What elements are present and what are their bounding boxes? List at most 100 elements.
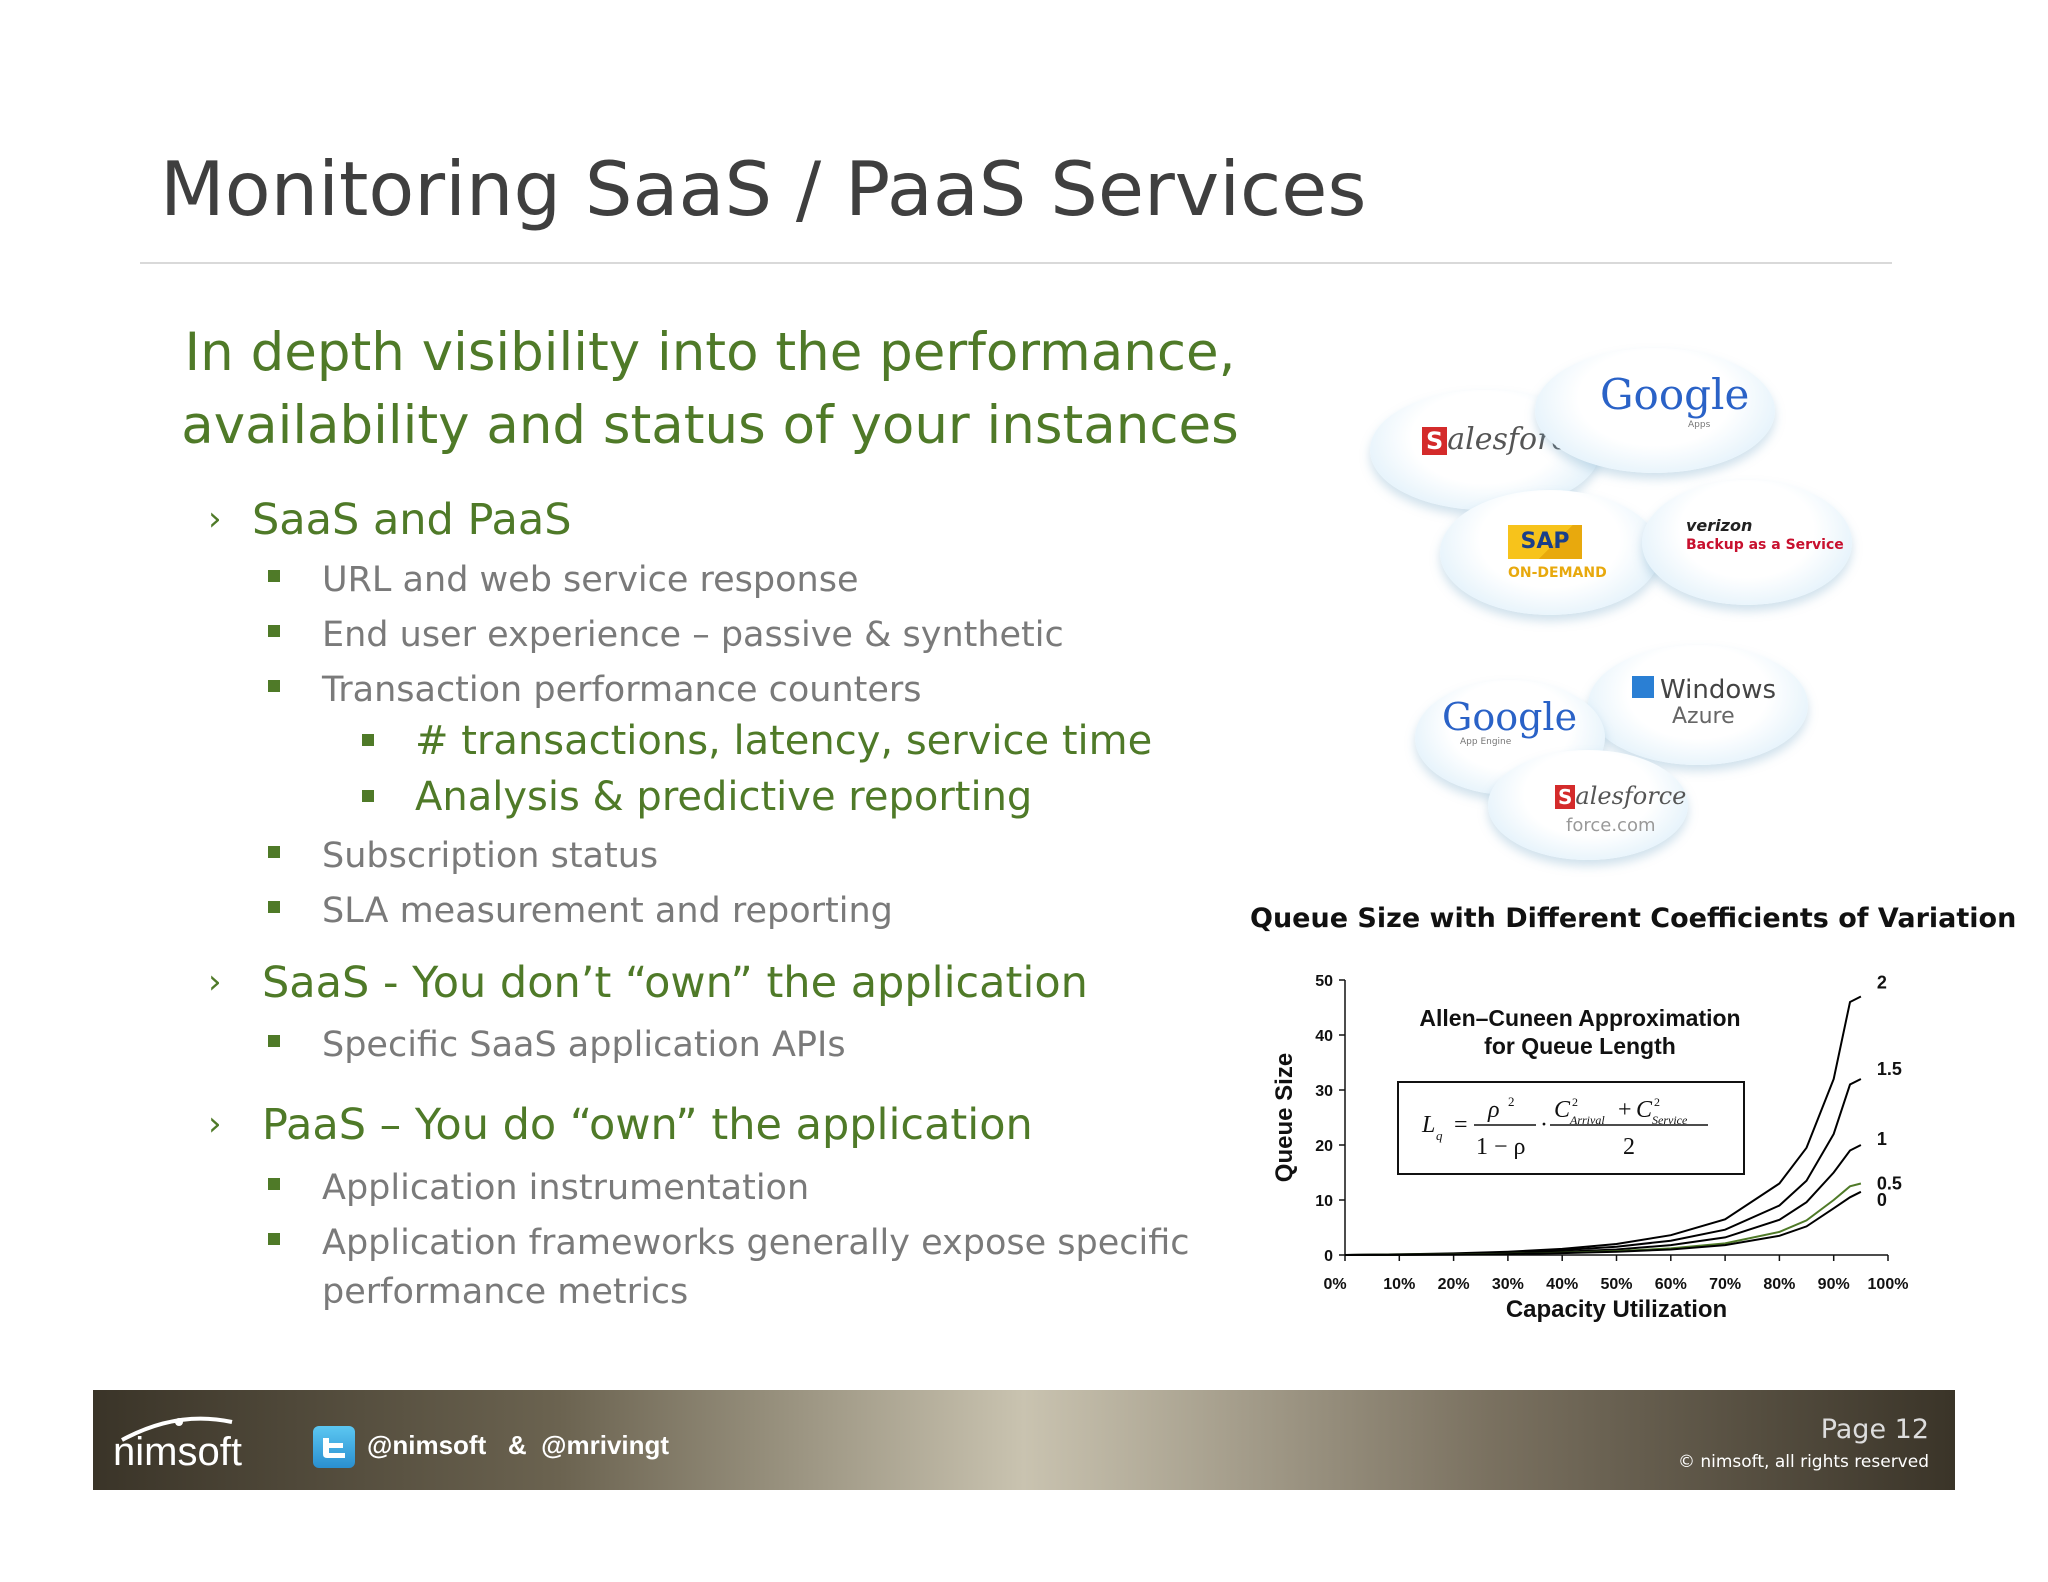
bullet-icon — [268, 901, 280, 913]
series-label: 2 — [1877, 973, 1887, 993]
list-item-text: Analysis & predictive reporting — [415, 774, 1033, 820]
y-axis-label: Queue Size — [1271, 1053, 1298, 1182]
chart-series — [1344, 995, 1862, 1256]
svg-text:2: 2 — [1623, 1134, 1635, 1160]
sap-sub: ON-DEMAND — [1508, 565, 1607, 581]
section-saas: › SaaS - You don’t “own” the application — [208, 958, 1108, 1013]
list-item: Analysis & predictive reporting — [362, 774, 1262, 824]
list-item: Subscription status — [268, 836, 1168, 881]
svg-text:ρ: ρ — [1487, 1097, 1500, 1123]
bullet-icon — [268, 1035, 280, 1047]
x-tick-label: 70% — [1709, 1276, 1741, 1293]
arrow-icon: › — [208, 1104, 222, 1144]
series-label: 0 — [1877, 1190, 1887, 1210]
x-tick-label: 20% — [1438, 1276, 1470, 1293]
list-item: End user experience – passive & syntheti… — [268, 615, 1168, 660]
y-tick-label: 40 — [1315, 1028, 1333, 1045]
list-item-text: End user experience – passive & syntheti… — [322, 615, 1064, 655]
bullet-icon — [268, 570, 280, 582]
x-tick-label: 40% — [1546, 1276, 1578, 1293]
x-tick-label: 80% — [1763, 1276, 1795, 1293]
verizon-cloud — [1642, 480, 1852, 605]
formula-box — [1397, 1081, 1745, 1175]
svg-text:C: C — [1554, 1097, 1571, 1123]
twitter-icon[interactable] — [313, 1426, 355, 1468]
section-label: SaaS - You don’t “own” the application — [262, 958, 1088, 1008]
svg-text:2: 2 — [1572, 1095, 1578, 1109]
svg-text:2: 2 — [1508, 1094, 1515, 1109]
verizon-logo: verizon — [1686, 516, 1753, 535]
list-item: SLA measurement and reporting — [268, 891, 1168, 936]
series-line — [1344, 1190, 1862, 1256]
x-tick-label: 100% — [1868, 1276, 1909, 1293]
x-tick-label: 90% — [1818, 1276, 1850, 1293]
title-divider — [140, 262, 1892, 264]
section-saas-paas: › SaaS and PaaS — [208, 495, 808, 550]
bullet-icon — [362, 734, 374, 746]
svg-text:2: 2 — [1654, 1095, 1660, 1109]
x-tick-label: 60% — [1655, 1276, 1687, 1293]
y-tick-label: 30 — [1315, 1083, 1333, 1100]
footer-bar: nimsoft @nimsoft & @mrivingt Page 12 © n… — [93, 1390, 1955, 1490]
list-item-text: Application instrumentation — [322, 1168, 810, 1208]
svg-text:C: C — [1636, 1097, 1653, 1123]
svg-text:Service: Service — [1652, 1113, 1688, 1127]
azure-cloud — [1588, 645, 1808, 765]
list-item-text: Application frameworks generally expose … — [322, 1223, 1190, 1263]
list-item: Specific SaaS application APIs — [268, 1025, 1168, 1070]
azure-label: Azure — [1672, 704, 1735, 729]
inset-title-line-2: for Queue Length — [1484, 1033, 1676, 1059]
bullet-icon — [362, 790, 374, 802]
svg-text:Arrival: Arrival — [1569, 1113, 1605, 1127]
bullet-icon — [268, 1178, 280, 1190]
svg-text:+: + — [1618, 1097, 1632, 1123]
series-label: 0.5 — [1877, 1174, 1902, 1194]
google-apps-cloud — [1535, 348, 1775, 473]
inset-title-line-1: Allen–Cuneen Approximation — [1419, 1005, 1740, 1031]
svg-text:q: q — [1436, 1128, 1443, 1143]
x-axis-label: Capacity Utilization — [1506, 1296, 1727, 1323]
google-app-engine-logo: Google — [1442, 695, 1578, 739]
x-tick-label: 0% — [1323, 1276, 1346, 1293]
bullet-icon — [268, 1233, 280, 1245]
section-paas: › PaaS – You do “own” the application — [208, 1100, 1108, 1155]
slide-title: Monitoring SaaS / PaaS Services — [160, 145, 1367, 233]
list-item-text: URL and web service response — [322, 560, 859, 600]
logo-swoosh-icon — [121, 1416, 233, 1442]
list-item-text: Specific SaaS application APIs — [322, 1025, 846, 1065]
list-item: # transactions, latency, service time — [362, 718, 1262, 768]
y-tick-label: 20 — [1315, 1138, 1333, 1155]
list-item: URL and web service response — [268, 560, 1168, 605]
list-item: Application instrumentation — [268, 1168, 1168, 1213]
google-apps-logo: Google — [1600, 370, 1750, 419]
x-tick-label: 50% — [1600, 1276, 1632, 1293]
google-app-engine-sub: App Engine — [1460, 737, 1512, 747]
list-item: Transaction performance counters — [268, 670, 1168, 715]
section-label: SaaS and PaaS — [252, 495, 572, 545]
list-item-text: Subscription status — [322, 836, 659, 876]
verizon-sub: Backup as a Service — [1686, 537, 1844, 553]
svg-text:1 − ρ: 1 − ρ — [1476, 1134, 1526, 1160]
windows-flag-icon — [1632, 676, 1654, 698]
bullet-icon — [268, 625, 280, 637]
list-item-text: # transactions, latency, service time — [415, 718, 1153, 764]
windows-logo: Windows — [1632, 675, 1776, 705]
arrow-icon: › — [208, 962, 222, 1002]
arrow-icon: › — [208, 499, 222, 539]
sap-logo: SAP — [1508, 525, 1582, 559]
chart-labels: 010203040500%10%20%30%40%50%60%70%80%90%… — [1271, 973, 1908, 1324]
bullet-icon — [268, 680, 280, 692]
list-item-continuation: performance metrics — [322, 1272, 689, 1312]
svg-text:=: = — [1454, 1112, 1468, 1138]
page-number: Page 12 — [1820, 1414, 1929, 1445]
subtitle-line-1: In depth visibility into the performance… — [184, 322, 1236, 383]
copyright: © nimsoft, all rights reserved — [1677, 1452, 1929, 1472]
force-sub: force.com — [1566, 815, 1656, 836]
twitter-handles[interactable]: @nimsoft & @mrivingt — [367, 1430, 670, 1460]
chart-title: Queue Size with Different Coefficients o… — [1250, 903, 2017, 934]
y-tick-label: 50 — [1315, 973, 1333, 990]
y-tick-label: 0 — [1324, 1248, 1333, 1265]
svg-text:·: · — [1540, 1112, 1548, 1138]
